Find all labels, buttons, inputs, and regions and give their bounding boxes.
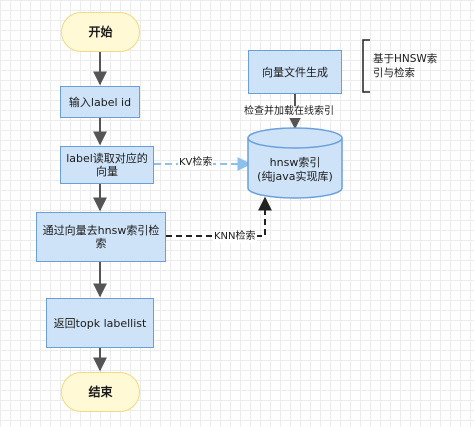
edge-knn-search <box>166 196 272 237</box>
input-label-id-step: 输入label id <box>60 86 140 118</box>
start-label: 开始 <box>88 24 113 39</box>
hnsw-index-text: hnsw索引 (纯java实现库) <box>248 150 342 190</box>
kv-search-label: KV检索 <box>178 157 214 169</box>
vector-file-generate-step: 向量文件生成 <box>248 50 342 94</box>
input-label-id-text: 输入label id <box>68 95 132 109</box>
end-label: 结束 <box>88 384 113 399</box>
return-topk-text: 返回topk labellist <box>53 316 147 330</box>
hnsw-note: 基于HNSW索 引与检索 <box>373 52 437 80</box>
knn-search-label: KNN检索 <box>213 231 257 243</box>
hnsw-index-title: hnsw索引 <box>269 156 321 169</box>
read-vector-step: label读取对应的向量 <box>60 146 154 184</box>
hnsw-search-text: 通过向量去hnsw索引检索 <box>42 224 160 250</box>
hnsw-search-step: 通过向量去hnsw索引检索 <box>36 212 166 262</box>
hnsw-note-line2: 引与检索 <box>373 67 415 79</box>
load-online-index-label: 检查并加载在线索引 <box>243 106 335 118</box>
note-bracket <box>362 39 370 93</box>
hnsw-index-cylinder <box>247 127 343 199</box>
start-terminal: 开始 <box>61 12 140 52</box>
hnsw-note-line1: 基于HNSW索 <box>373 53 438 65</box>
vector-file-generate-text: 向量文件生成 <box>262 65 328 79</box>
hnsw-index-subtitle: (纯java实现库) <box>257 170 333 183</box>
read-vector-text: label读取对应的向量 <box>66 152 148 178</box>
end-terminal: 结束 <box>61 372 140 412</box>
return-topk-step: 返回topk labellist <box>46 298 154 348</box>
